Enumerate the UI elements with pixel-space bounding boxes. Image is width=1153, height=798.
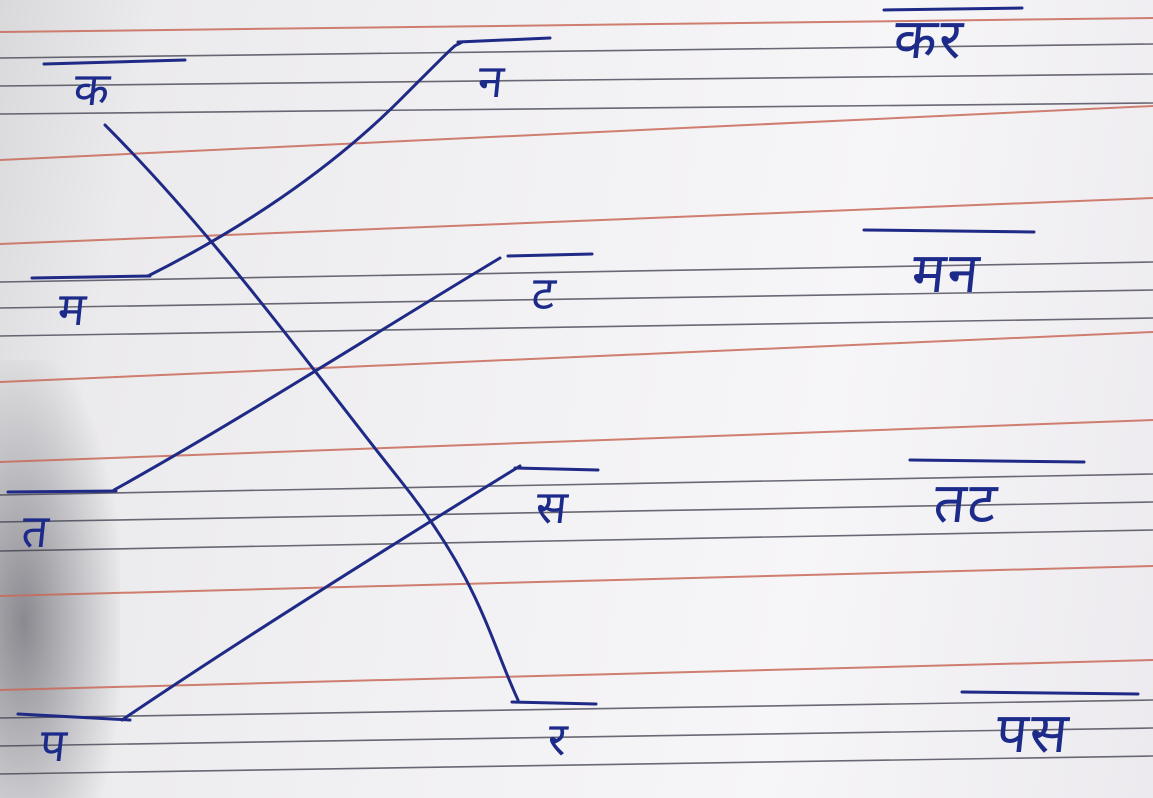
underline-ka [44,60,185,64]
middle-letter-2: ट [530,270,558,316]
left-letter-2: म [56,286,88,332]
underline-man [864,230,1034,232]
word-3: तट [931,476,1001,532]
line-ka-to-ra [105,125,518,700]
word-1: कर [891,12,967,68]
underline-tat [910,460,1084,462]
word-4: पस [993,706,1073,762]
underline-ta [8,491,116,492]
left-letter-4: प [38,722,69,768]
left-letter-1: क [72,66,112,112]
line-pa-to-sa [122,466,520,720]
middle-letter-1: न [476,58,506,104]
underline-sa [515,468,598,470]
underline-ma [32,276,150,278]
middle-letter-3: स [534,484,570,530]
underline-pas [962,692,1138,694]
underline-na [458,38,550,42]
left-letter-3: त [20,508,51,554]
line-ta-to-tta [114,258,500,490]
line-ma-to-na [148,42,462,276]
underline-ra [512,702,596,704]
underline-pa [18,714,130,720]
underline-ta-retro [508,254,592,256]
word-2: मन [909,246,983,302]
